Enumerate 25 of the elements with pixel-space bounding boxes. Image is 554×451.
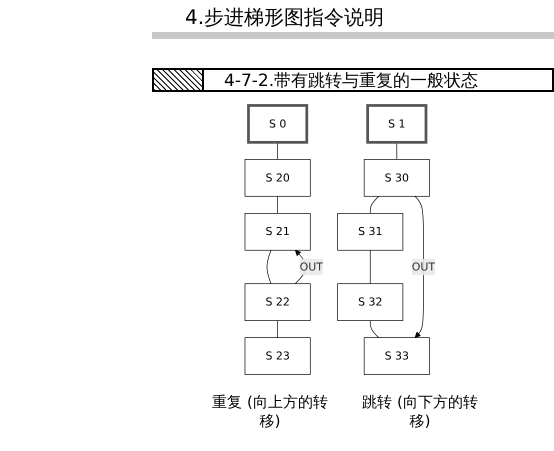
edge-label: OUT [412, 260, 436, 274]
node-box: S 31 [337, 213, 404, 251]
connector [370, 320, 379, 338]
node-box: S 21 [244, 213, 311, 251]
node-box: S 0 [247, 104, 308, 144]
connector [370, 250, 371, 284]
page-title: 4.步进梯形图指令说明 [185, 4, 384, 31]
arrow [414, 196, 424, 338]
connector [277, 142, 278, 160]
connector [370, 196, 379, 214]
caption: 重复 (向上方的转移) [211, 393, 329, 431]
node-box: S 22 [244, 283, 311, 321]
connector [396, 142, 398, 160]
connector [277, 320, 278, 338]
node-box: S 30 [364, 159, 430, 197]
edge-label: OUT [300, 260, 323, 274]
section-heading: 4-7-2.带有跳转与重复的一般状态 [224, 70, 478, 92]
caption: 跳转 (向下方的转移) [361, 393, 479, 431]
connector [266, 250, 272, 284]
node-box: S 32 [337, 283, 404, 321]
node-box: S 33 [364, 337, 430, 375]
node-box: S 20 [244, 159, 311, 197]
node-box: S 1 [366, 104, 428, 144]
connector [277, 196, 278, 214]
node-box: S 23 [244, 337, 311, 375]
